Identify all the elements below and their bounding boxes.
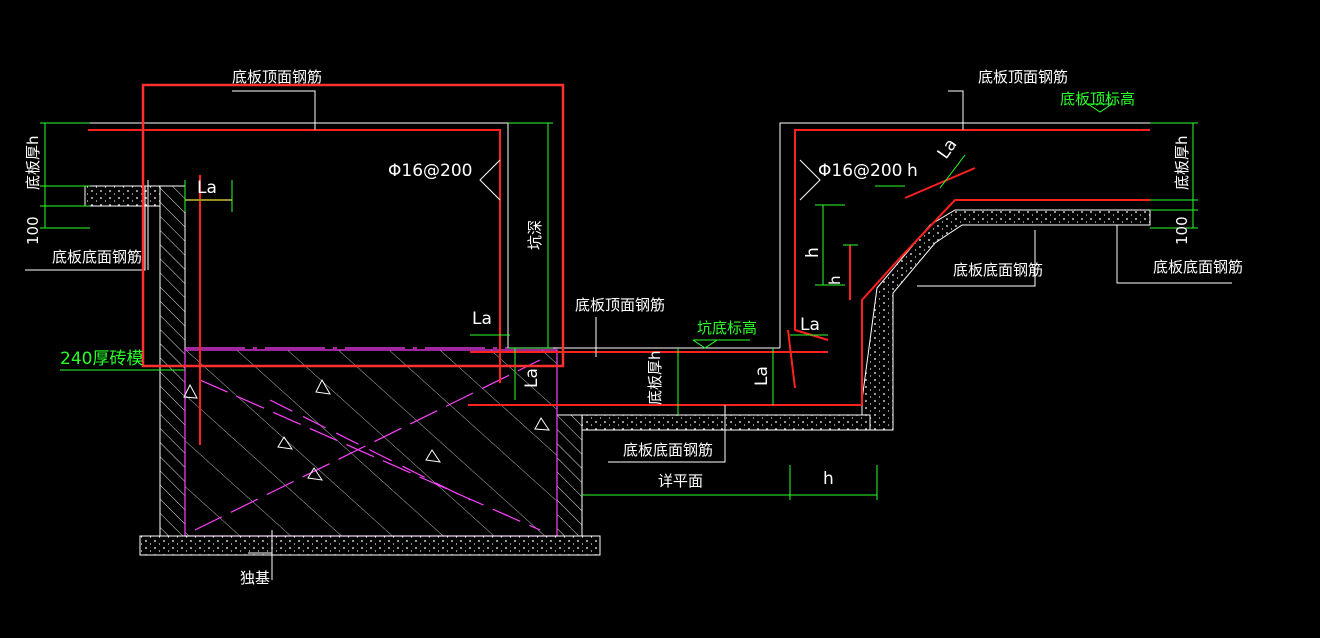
- label-rebar-spec-right: Φ16@200: [818, 161, 902, 181]
- label-h-bottom: h: [823, 469, 834, 489]
- label-bottom-rebar-right2: 底板底面钢筋: [1153, 258, 1243, 276]
- label-bottom-rebar-left: 底板底面钢筋: [52, 248, 142, 266]
- label-slab-top-elev: 底板顶标高: [1060, 90, 1135, 108]
- label-thick-left: 底板厚h: [24, 135, 42, 190]
- label-top-rebar-mid: 底板顶面钢筋: [575, 296, 665, 314]
- label-100-left: 100: [24, 216, 42, 245]
- label-thick-right: 底板厚h: [1173, 135, 1191, 190]
- label-detail-plan: 详平面: [658, 472, 703, 490]
- rebar-lines: [88, 129, 1150, 445]
- label-pit-bottom-elev: 坑底标高: [697, 319, 757, 337]
- foundation-block: [183, 347, 558, 537]
- dimensions: [40, 103, 1198, 500]
- label-100-right: 100: [1173, 216, 1191, 245]
- label-h-small: h: [826, 275, 844, 285]
- label-la-5: La: [752, 366, 772, 386]
- label-la-4: La: [800, 315, 820, 335]
- label-la-3: La: [522, 368, 542, 388]
- label-bottom-rebar-right1: 底板底面钢筋: [953, 261, 1043, 279]
- foundation-bottom-pad: [139, 535, 601, 556]
- label-foundation: 独基: [240, 569, 270, 587]
- label-top-rebar-left: 底板顶面钢筋: [232, 68, 322, 86]
- label-brick-mold: 240厚砖模: [60, 349, 143, 369]
- label-h-after-spec: h: [907, 161, 918, 181]
- label-la-2: La: [472, 309, 492, 329]
- label-rebar-spec-left: Φ16@200: [388, 161, 472, 181]
- middle-slab-concrete: [581, 209, 1151, 431]
- label-la-1: La: [197, 178, 217, 198]
- label-thick-mid: 底板厚h: [646, 350, 664, 405]
- highlight-box[interactable]: [141, 83, 565, 368]
- label-la-6: La: [934, 135, 962, 163]
- label-h-vertical: h: [803, 247, 823, 258]
- left-ground-slab: [84, 185, 161, 207]
- label-bottom-rebar-mid: 底板底面钢筋: [623, 441, 713, 459]
- label-pit-depth: 坑深: [526, 220, 544, 250]
- right-brick-wall: [556, 414, 583, 537]
- leader-lines: [25, 90, 1232, 580]
- label-top-rebar-right: 底板顶面钢筋: [978, 68, 1068, 86]
- left-brick-wall: [159, 185, 186, 537]
